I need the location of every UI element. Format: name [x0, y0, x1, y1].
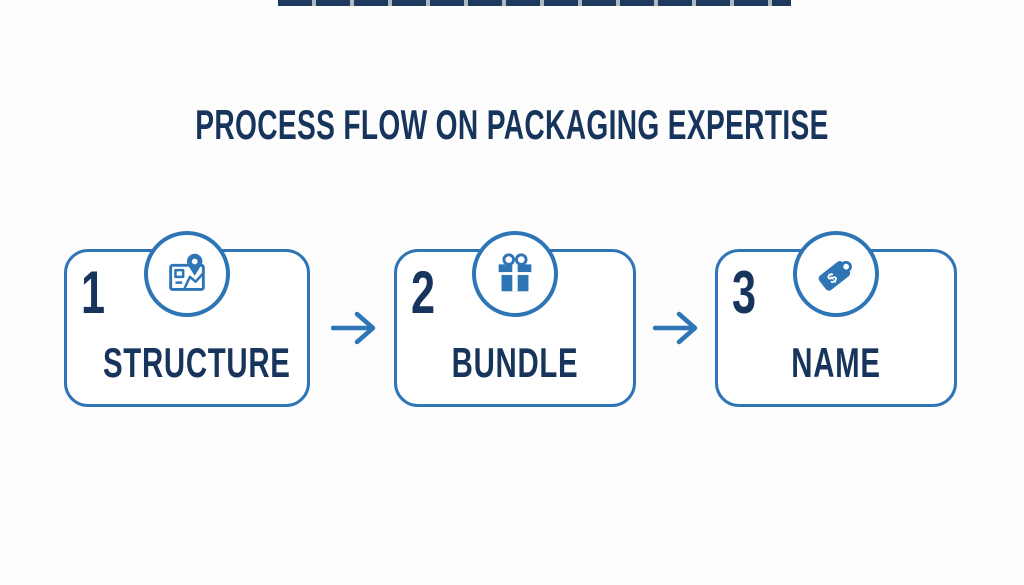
step-number: 2: [411, 259, 436, 326]
price-tag-icon: $: [818, 260, 852, 291]
step-icon-circle: [472, 231, 558, 317]
step-box-name: 3 $ NAME: [715, 231, 957, 407]
gift-icon: [498, 253, 532, 292]
step-box-bundle: 2 BUNDLE: [394, 231, 636, 407]
step-label: STRUCTURE: [103, 339, 291, 386]
right-arrow-icon: [331, 311, 376, 345]
step-box-structure: 1 STRUCTURE: [64, 231, 310, 407]
step-number: 1: [81, 259, 106, 326]
step-icon-circle: [144, 231, 230, 317]
step-label: NAME: [791, 339, 881, 386]
step-number: 3: [732, 259, 757, 326]
right-arrow-icon: [653, 311, 698, 345]
step-icon-circle: $: [793, 231, 879, 317]
map-location-icon: [169, 253, 205, 291]
page-title: PROCESS FLOW ON PACKAGING EXPERTISE: [195, 101, 829, 148]
step-label: BUNDLE: [451, 339, 579, 386]
cropped-text-artifact: [278, 0, 791, 6]
